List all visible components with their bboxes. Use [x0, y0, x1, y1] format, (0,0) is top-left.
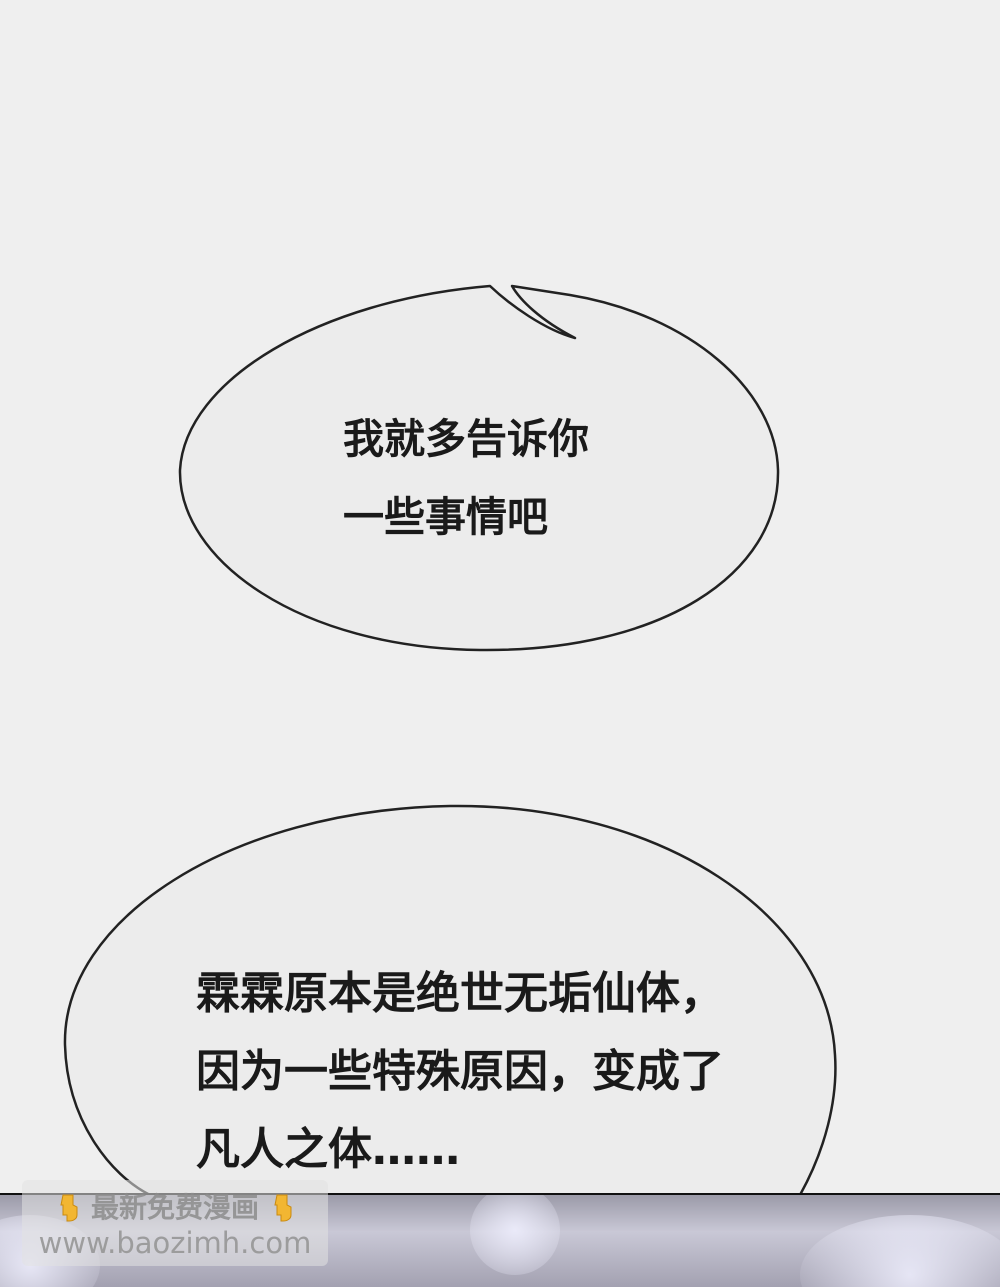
speech-bubble-1	[178, 284, 780, 652]
background-glow	[470, 1195, 560, 1275]
bubble-2-line-2: 因为一些特殊原因，变成了	[196, 1046, 724, 1097]
site-watermark: 最新免费漫画 www.baozimh.com	[22, 1180, 328, 1266]
bubble-2-line-1: 霖霖原本是绝世无垢仙体，	[196, 968, 724, 1019]
speech-bubble-2-text: 霖霖原本是绝世无垢仙体， 因为一些特殊原因，变成了 凡人之体……	[196, 955, 724, 1189]
pointing-down-hand-icon	[274, 1194, 292, 1222]
speech-bubble-1-text: 我就多告诉你 一些事情吧	[343, 400, 589, 556]
bubble-1-line-2: 一些事情吧	[343, 493, 548, 541]
comic-panel-top: 我就多告诉你 一些事情吧 霖霖原本是绝世无垢仙体， 因为一些特殊原因，变成了 凡…	[63, 284, 837, 1195]
background-glow	[800, 1215, 1000, 1287]
watermark-title-row: 最新免费漫画	[22, 1186, 328, 1226]
speech-bubble-2	[63, 804, 837, 1195]
watermark-url: www.baozimh.com	[38, 1226, 312, 1260]
pointing-down-hand-icon	[60, 1194, 78, 1222]
bubble-2-line-3: 凡人之体……	[196, 1124, 460, 1175]
speech-bubbles-layer	[63, 284, 837, 1195]
bubble-1-line-1: 我就多告诉你	[343, 415, 589, 463]
watermark-title: 最新免费漫画	[90, 1191, 259, 1224]
